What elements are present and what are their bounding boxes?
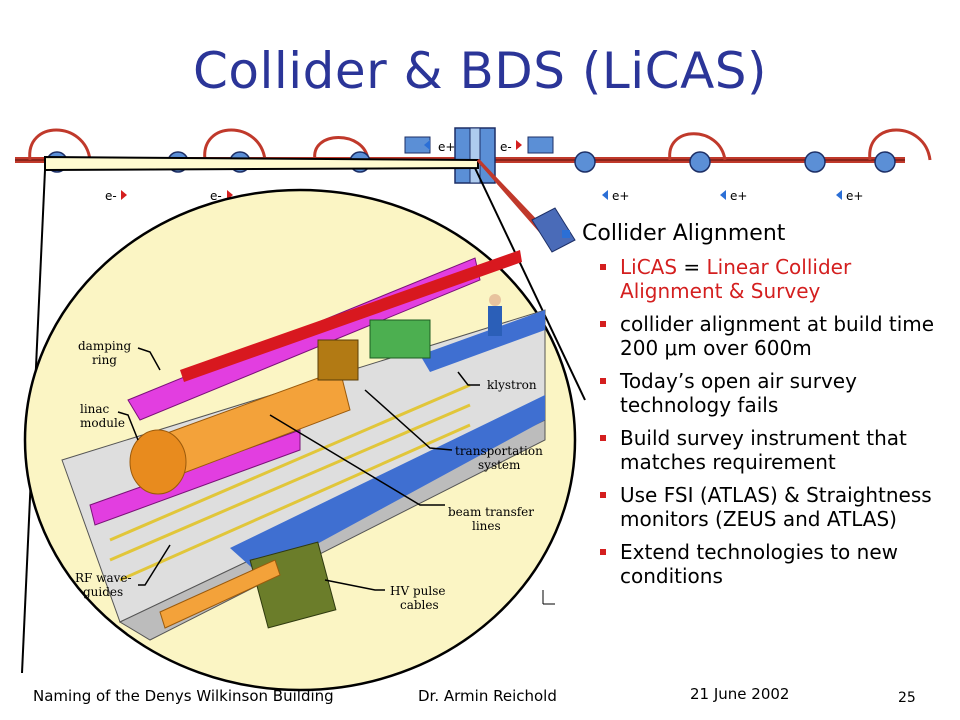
bullet-extend: Extend technologies to new conditions [600,540,957,588]
beam-label-bottom-2: e- [210,189,222,203]
licas-acronym: LiCAS [620,255,678,279]
beam-label-bottom-1: e- [105,189,117,203]
licas-lignment: lignment & [633,279,751,303]
label-klystron: klystron [487,378,537,392]
bullet-alignment-build: collider alignment at build time 200 μm … [600,312,957,360]
footer-title: Naming of the Denys Wilkinson Building [33,687,334,705]
licas-a: A [620,279,634,303]
tunnel-cutaway [61,250,555,641]
label-hv-pulse: HV pulse [390,584,445,598]
beam-label-bottom-5: e+ [846,189,863,203]
beam-label-bottom-4: e+ [730,189,747,203]
slide-title: Collider & BDS (LiCAS) [192,42,768,100]
beam-label-top-eminus: e- [500,140,512,154]
footer-author: Dr. Armin Reichold [418,687,557,705]
label-lines: lines [472,519,501,533]
label-rf-wave: RF wave- [75,571,132,585]
label-guides: guides [83,585,123,599]
licas-s: S [750,279,764,303]
bullet-build-instrument: Build survey instrument that matches req… [600,426,957,474]
bullet-licas: LiCAS = Linear Collider Alignment & Surv… [600,255,957,303]
licas-li: Li [706,255,724,279]
footer-date: 21 June 2002 [690,685,790,703]
beam-label-bottom-3: e+ [612,189,629,203]
bullet-open-air-fails: Today’s open air survey technology fails [600,369,957,417]
label-transportation: transportation [455,444,543,458]
label-pointers [117,347,480,591]
licas-ollider: ollider [789,255,852,279]
label-module: module [80,416,125,430]
licas-near: near [723,255,776,279]
licas-urvey: urvey [763,279,821,303]
label-beam-transfer: beam transfer [448,505,534,519]
licas-equals: = [677,255,707,279]
label-linac: linac [80,402,110,416]
bullet-list: Collider Alignment LiCAS = Linear Collid… [562,220,957,597]
label-damping: damping [78,339,131,353]
label-system: system [478,458,521,472]
bullet-main: Collider Alignment [562,220,957,247]
beam-label-top-eplus: e+ [438,140,455,154]
label-ring: ring [92,353,117,367]
licas-c: C [775,255,790,279]
page-number: 25 [898,690,916,706]
label-cables: cables [400,598,439,612]
bullet-fsi: Use FSI (ATLAS) & Straightness monitors … [600,483,957,531]
